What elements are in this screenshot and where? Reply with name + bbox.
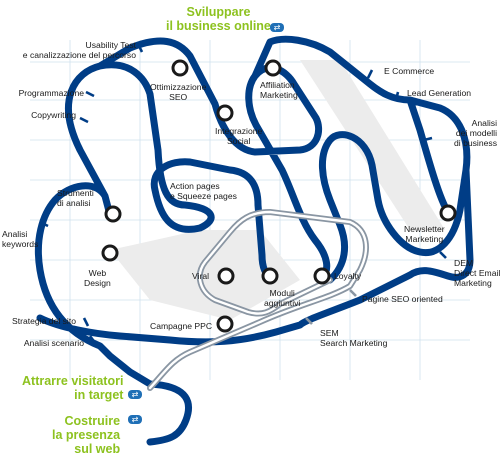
headline-bottom1-line1: Attrarre visitatori [22, 374, 124, 388]
stop-label: Analisi dei modelli di business [454, 118, 497, 148]
station-label-line: Moduli [269, 288, 295, 298]
stop-label-line: dei modelli [455, 128, 497, 138]
station-label: Moduli aggiuntivi [264, 288, 300, 308]
stop-label: Usability Test e canalizzazione del perc… [23, 40, 136, 60]
train-badge-icon: ⇄ [270, 23, 284, 32]
headline-bottom2-line3: sul web [74, 442, 121, 456]
stop-label-line: Analisi scenario [23, 338, 84, 348]
station-label-line: Marketing [405, 234, 444, 244]
station-label: Action pages e Squeeze pages [170, 181, 237, 201]
station-label-line: SEO [169, 92, 188, 102]
stop-label-line: e canalizzazione del percorso [22, 50, 136, 60]
stop-label: Pagine SEO oriented [362, 294, 443, 304]
headline-bottom2-line2: la presenza [52, 428, 121, 442]
stop-label-line: keywords [2, 239, 39, 249]
stop-label: Lead Generation [407, 88, 471, 98]
headline-bottom-2: Costruire la presenza sul web [52, 414, 120, 456]
headline-top-line2: il business online [166, 19, 271, 33]
station-label-line: Viral [192, 271, 210, 281]
station-marker [216, 104, 234, 122]
headline-bottom-1: Attrarre visitatori in target [22, 374, 123, 402]
station-marker [261, 267, 279, 285]
stop-label-line: Marketing [454, 278, 492, 288]
stop-label-line: Copywriting [31, 110, 76, 120]
stop-label-line: E Commerce [384, 66, 435, 76]
stop-label-line: Strategia del sito [11, 316, 76, 326]
stop-label: Analisi scenario [24, 338, 84, 348]
stop-label-line: Pagine SEO oriented [362, 294, 443, 304]
station-label: Viral [192, 271, 209, 281]
station-label-line: e Squeeze pages [170, 191, 237, 201]
train-badge-icon: ⇄ [128, 390, 142, 399]
station-label: Campagne PPC [150, 321, 212, 331]
train-badge-icon: ⇄ [128, 415, 142, 424]
stop-ticks-gray [305, 289, 357, 325]
station-label-line: Campagne PPC [150, 321, 213, 331]
station-label-line: Integrazione [215, 126, 263, 136]
station-label: Ottimizzazione SEO [150, 82, 206, 102]
station-label-line: Loyalty [334, 271, 362, 281]
stop-label: Copywriting [31, 110, 76, 120]
station-label: Newsletter Marketing [404, 224, 445, 244]
station-marker [101, 244, 119, 262]
stop-label-line: Usability Test [85, 40, 136, 50]
station-label-line: di analisi [57, 198, 91, 208]
stop-label: E Commerce [384, 66, 434, 76]
station-marker [216, 315, 234, 333]
station-label-line: Action pages [170, 181, 220, 191]
shadow-shapes [110, 60, 445, 320]
stop-label: Strategia del sito [12, 316, 76, 326]
station-label-line: Ottimizzazione [150, 82, 207, 92]
station-marker [217, 267, 235, 285]
headline-bottom1-line2: in target [74, 388, 124, 402]
station-label-line: Web [88, 268, 107, 278]
stop-label: Analisi keywords [2, 229, 38, 249]
stop-label-line: Direct Email [454, 268, 500, 278]
station-marker [313, 267, 331, 285]
station-label: Integrazione Social [215, 126, 262, 146]
station-marker [171, 59, 189, 77]
station-label: Web Design [84, 268, 111, 288]
station-label-line: Design [84, 278, 111, 288]
stop-label-line: Search Marketing [320, 338, 388, 348]
stop-label: DEM Direct Email Marketing [454, 258, 500, 288]
gray-metro-line [147, 209, 369, 391]
station-marker [439, 204, 457, 222]
blue-metro-line [34, 35, 474, 446]
station-label: Affiliation Marketing [260, 80, 298, 100]
stop-label-line: Programmazione [18, 88, 84, 98]
headline-top: Sviluppare il business online [166, 5, 271, 33]
station-circles [101, 59, 457, 333]
station-label-line: Marketing [260, 90, 298, 100]
station-marker [264, 59, 282, 77]
stop-label-line: SEM [320, 328, 339, 338]
stop-label: Programmazione [19, 88, 84, 98]
headline-bottom2-line1: Costruire [64, 414, 121, 428]
station-label: Loyalty [334, 271, 361, 281]
station-label-line: Social [226, 136, 251, 146]
station-label-line: Strumenti [57, 188, 94, 198]
stop-ticks [39, 43, 447, 345]
station-label-line: aggiuntivi [264, 298, 301, 308]
station-label: Strumenti di analisi [57, 188, 94, 208]
stop-label-line: di business [454, 138, 497, 148]
stop-label-line: Lead Generation [407, 88, 472, 98]
stop-label-line: Analisi [2, 229, 28, 239]
stop-label-line: DEM [454, 258, 474, 268]
station-label-line: Newsletter [404, 224, 445, 234]
station-label-line: Affiliation [260, 80, 295, 90]
stop-label: SEM Search Marketing [320, 328, 387, 348]
stop-label-line: Analisi [471, 118, 497, 128]
station-marker [104, 205, 122, 223]
headline-top-line1: Sviluppare [186, 5, 251, 19]
